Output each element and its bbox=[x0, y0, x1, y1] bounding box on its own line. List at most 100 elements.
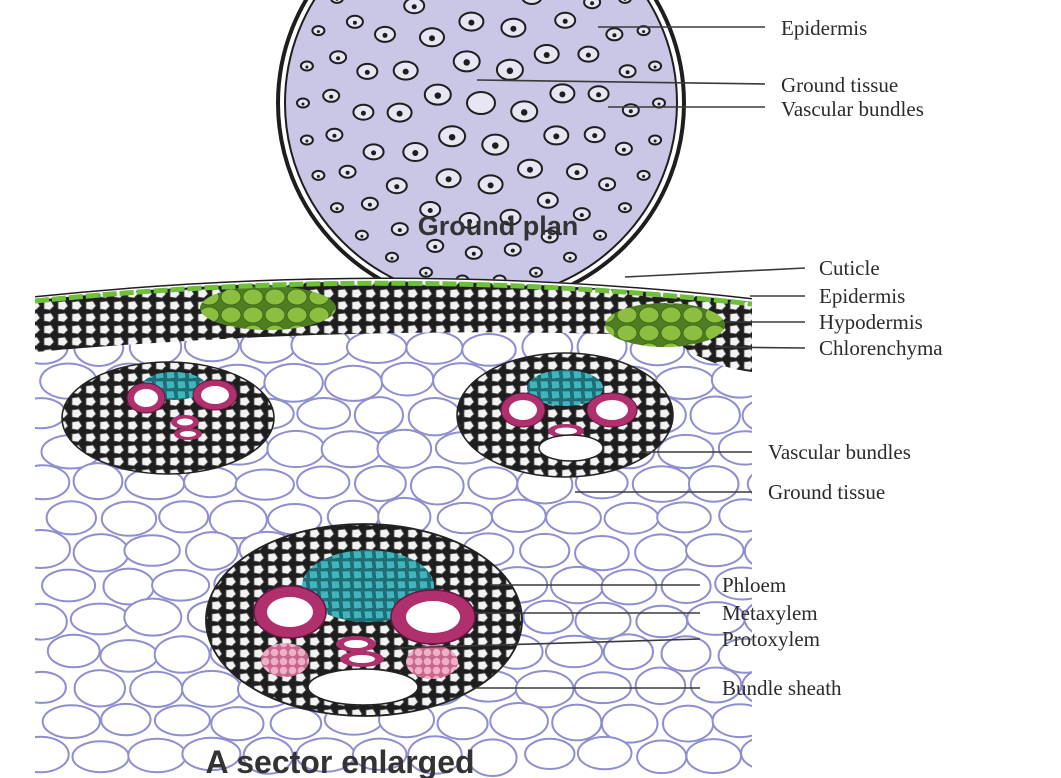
parenchyma-cell bbox=[741, 736, 798, 770]
label-epidermis: Epidermis bbox=[819, 284, 905, 308]
chlorenchyma-patch-right bbox=[605, 303, 725, 347]
parenchyma-cell bbox=[492, 500, 546, 532]
parenchyma-cell bbox=[267, 431, 324, 467]
parenchyma-cell bbox=[775, 365, 826, 402]
ground-plan-bundle-xylem bbox=[429, 35, 435, 41]
parenchyma-cell bbox=[47, 501, 96, 534]
parenchyma-cell bbox=[662, 569, 711, 603]
parenchyma-cell bbox=[745, 533, 799, 570]
parenchyma-cell bbox=[186, 532, 238, 570]
ground-plan-bundle-xylem bbox=[544, 52, 550, 58]
label-ground-tissue: Ground tissue bbox=[768, 480, 885, 504]
parenchyma-cell bbox=[48, 635, 100, 668]
ground-plan-bundle-xylem bbox=[397, 111, 403, 117]
parenchyma-cell bbox=[73, 741, 129, 772]
ground-plan-bundle-xylem bbox=[394, 184, 399, 189]
parenchyma-cell bbox=[662, 636, 711, 671]
parenchyma-cell bbox=[719, 431, 771, 464]
vascular-bundle-left bbox=[62, 362, 274, 474]
parenchyma-cell bbox=[236, 470, 294, 500]
ground-plan-bundle-xylem bbox=[365, 70, 370, 75]
label-vascular-bundles-top: Vascular bundles bbox=[781, 97, 924, 121]
ground-plan-bundle-xylem bbox=[507, 68, 514, 75]
ground-plan-bundle-xylem bbox=[590, 1, 594, 5]
ground-plan-caption: Ground plan bbox=[418, 211, 578, 241]
label-ground-tissue-top: Ground tissue bbox=[781, 73, 898, 97]
ground-plan-bundle-xylem bbox=[361, 111, 366, 116]
parenchyma-cell bbox=[355, 466, 406, 501]
parenchyma-cell bbox=[407, 332, 463, 364]
parenchyma-cell bbox=[523, 601, 573, 634]
ground-plan-bundle-xylem bbox=[569, 257, 572, 260]
parenchyma-cell bbox=[378, 430, 432, 468]
parenchyma-cell bbox=[74, 463, 123, 499]
protophloem-left bbox=[261, 643, 309, 677]
parenchyma-cell bbox=[604, 634, 653, 669]
chlorenchyma-patch-left bbox=[200, 286, 336, 330]
parenchyma-cell bbox=[635, 534, 687, 570]
parenchyma-cell bbox=[100, 640, 157, 672]
vascular-bundle-enlarged bbox=[206, 524, 522, 716]
ground-plan-bundle-xylem bbox=[332, 134, 336, 138]
parenchyma-cell bbox=[17, 672, 66, 703]
ground-plan-bundle-xylem bbox=[559, 91, 565, 97]
sector-caption: A sector enlarged bbox=[205, 744, 474, 778]
parenchyma-cell bbox=[636, 606, 687, 637]
ground-plan-bundle-xylem bbox=[575, 170, 580, 175]
ground-plan-bundle-xylem bbox=[642, 175, 645, 178]
parenchyma-cell bbox=[525, 739, 574, 769]
parenchyma-cell bbox=[663, 706, 713, 742]
parenchyma-cell bbox=[159, 501, 208, 532]
parenchyma-cell bbox=[102, 502, 156, 536]
parenchyma-cell bbox=[297, 398, 350, 429]
parenchyma-cell bbox=[546, 502, 601, 534]
ground-plan-bundle-xylem bbox=[586, 53, 591, 58]
ground-plan-bundle-xylem bbox=[511, 249, 515, 253]
parenchyma-cell bbox=[71, 604, 129, 635]
ground-plan-bundle-xylem bbox=[580, 213, 584, 217]
parenchyma-cell bbox=[74, 534, 129, 571]
ground-plan-bundle-xylem bbox=[472, 252, 476, 256]
label-chlorenchyma: Chlorenchyma bbox=[819, 336, 943, 360]
ground-plan-bundle-xylem bbox=[317, 30, 320, 33]
parenchyma-cell bbox=[462, 334, 515, 366]
parenchyma-cell bbox=[578, 737, 632, 769]
protoxylem-lacuna bbox=[308, 669, 418, 705]
parenchyma-cell bbox=[13, 737, 69, 773]
label-protoxylem: Protoxylem bbox=[722, 627, 820, 651]
parenchyma-cell bbox=[155, 636, 210, 673]
ground-plan-bundle-xylem bbox=[368, 203, 372, 207]
ground-plan-bundle-xylem bbox=[596, 92, 601, 97]
ground-plan-bundle-xylem bbox=[492, 142, 499, 149]
ground-plan-bundle-xylem bbox=[605, 183, 609, 187]
ground-plan-bundle-xylem bbox=[624, 207, 627, 210]
parenchyma-cell bbox=[657, 502, 711, 532]
parenchyma-cell bbox=[468, 467, 517, 499]
label-vascular-bundles: Vascular bundles bbox=[768, 440, 911, 464]
ground-plan-bundle-xylem bbox=[412, 4, 417, 9]
ground-plan-bundle-xylem bbox=[435, 92, 442, 99]
ground-plan-bundle-xylem bbox=[305, 66, 308, 69]
parenchyma-cell bbox=[689, 466, 739, 502]
ground-plan-bundle-xylem bbox=[329, 95, 333, 99]
ground-plan-bundle-xylem bbox=[433, 245, 437, 249]
label-cuticle: Cuticle bbox=[819, 256, 880, 280]
parenchyma-cell bbox=[411, 467, 464, 505]
parenchyma-cell bbox=[552, 705, 601, 741]
ground-plan-bundle-xylem bbox=[612, 33, 616, 37]
ground-plan bbox=[278, 0, 684, 306]
parenchyma-cell bbox=[637, 741, 686, 774]
label-epidermis-top: Epidermis bbox=[781, 16, 867, 40]
ground-plan-bundle-xylem bbox=[535, 272, 538, 275]
parenchyma-cell bbox=[438, 708, 488, 739]
parenchyma-cell bbox=[322, 431, 381, 467]
ground-plan-bundle-xylem bbox=[336, 207, 339, 210]
ground-plan-bundle-xylem bbox=[449, 134, 456, 141]
ground-plan-bundle-xylem bbox=[403, 69, 409, 75]
parenchyma-cell bbox=[264, 364, 322, 402]
parenchyma-cell bbox=[713, 704, 768, 737]
parenchyma-cell bbox=[605, 503, 659, 534]
parenchyma-cell bbox=[691, 397, 740, 434]
ground-plan-bundle-xylem bbox=[527, 167, 533, 173]
